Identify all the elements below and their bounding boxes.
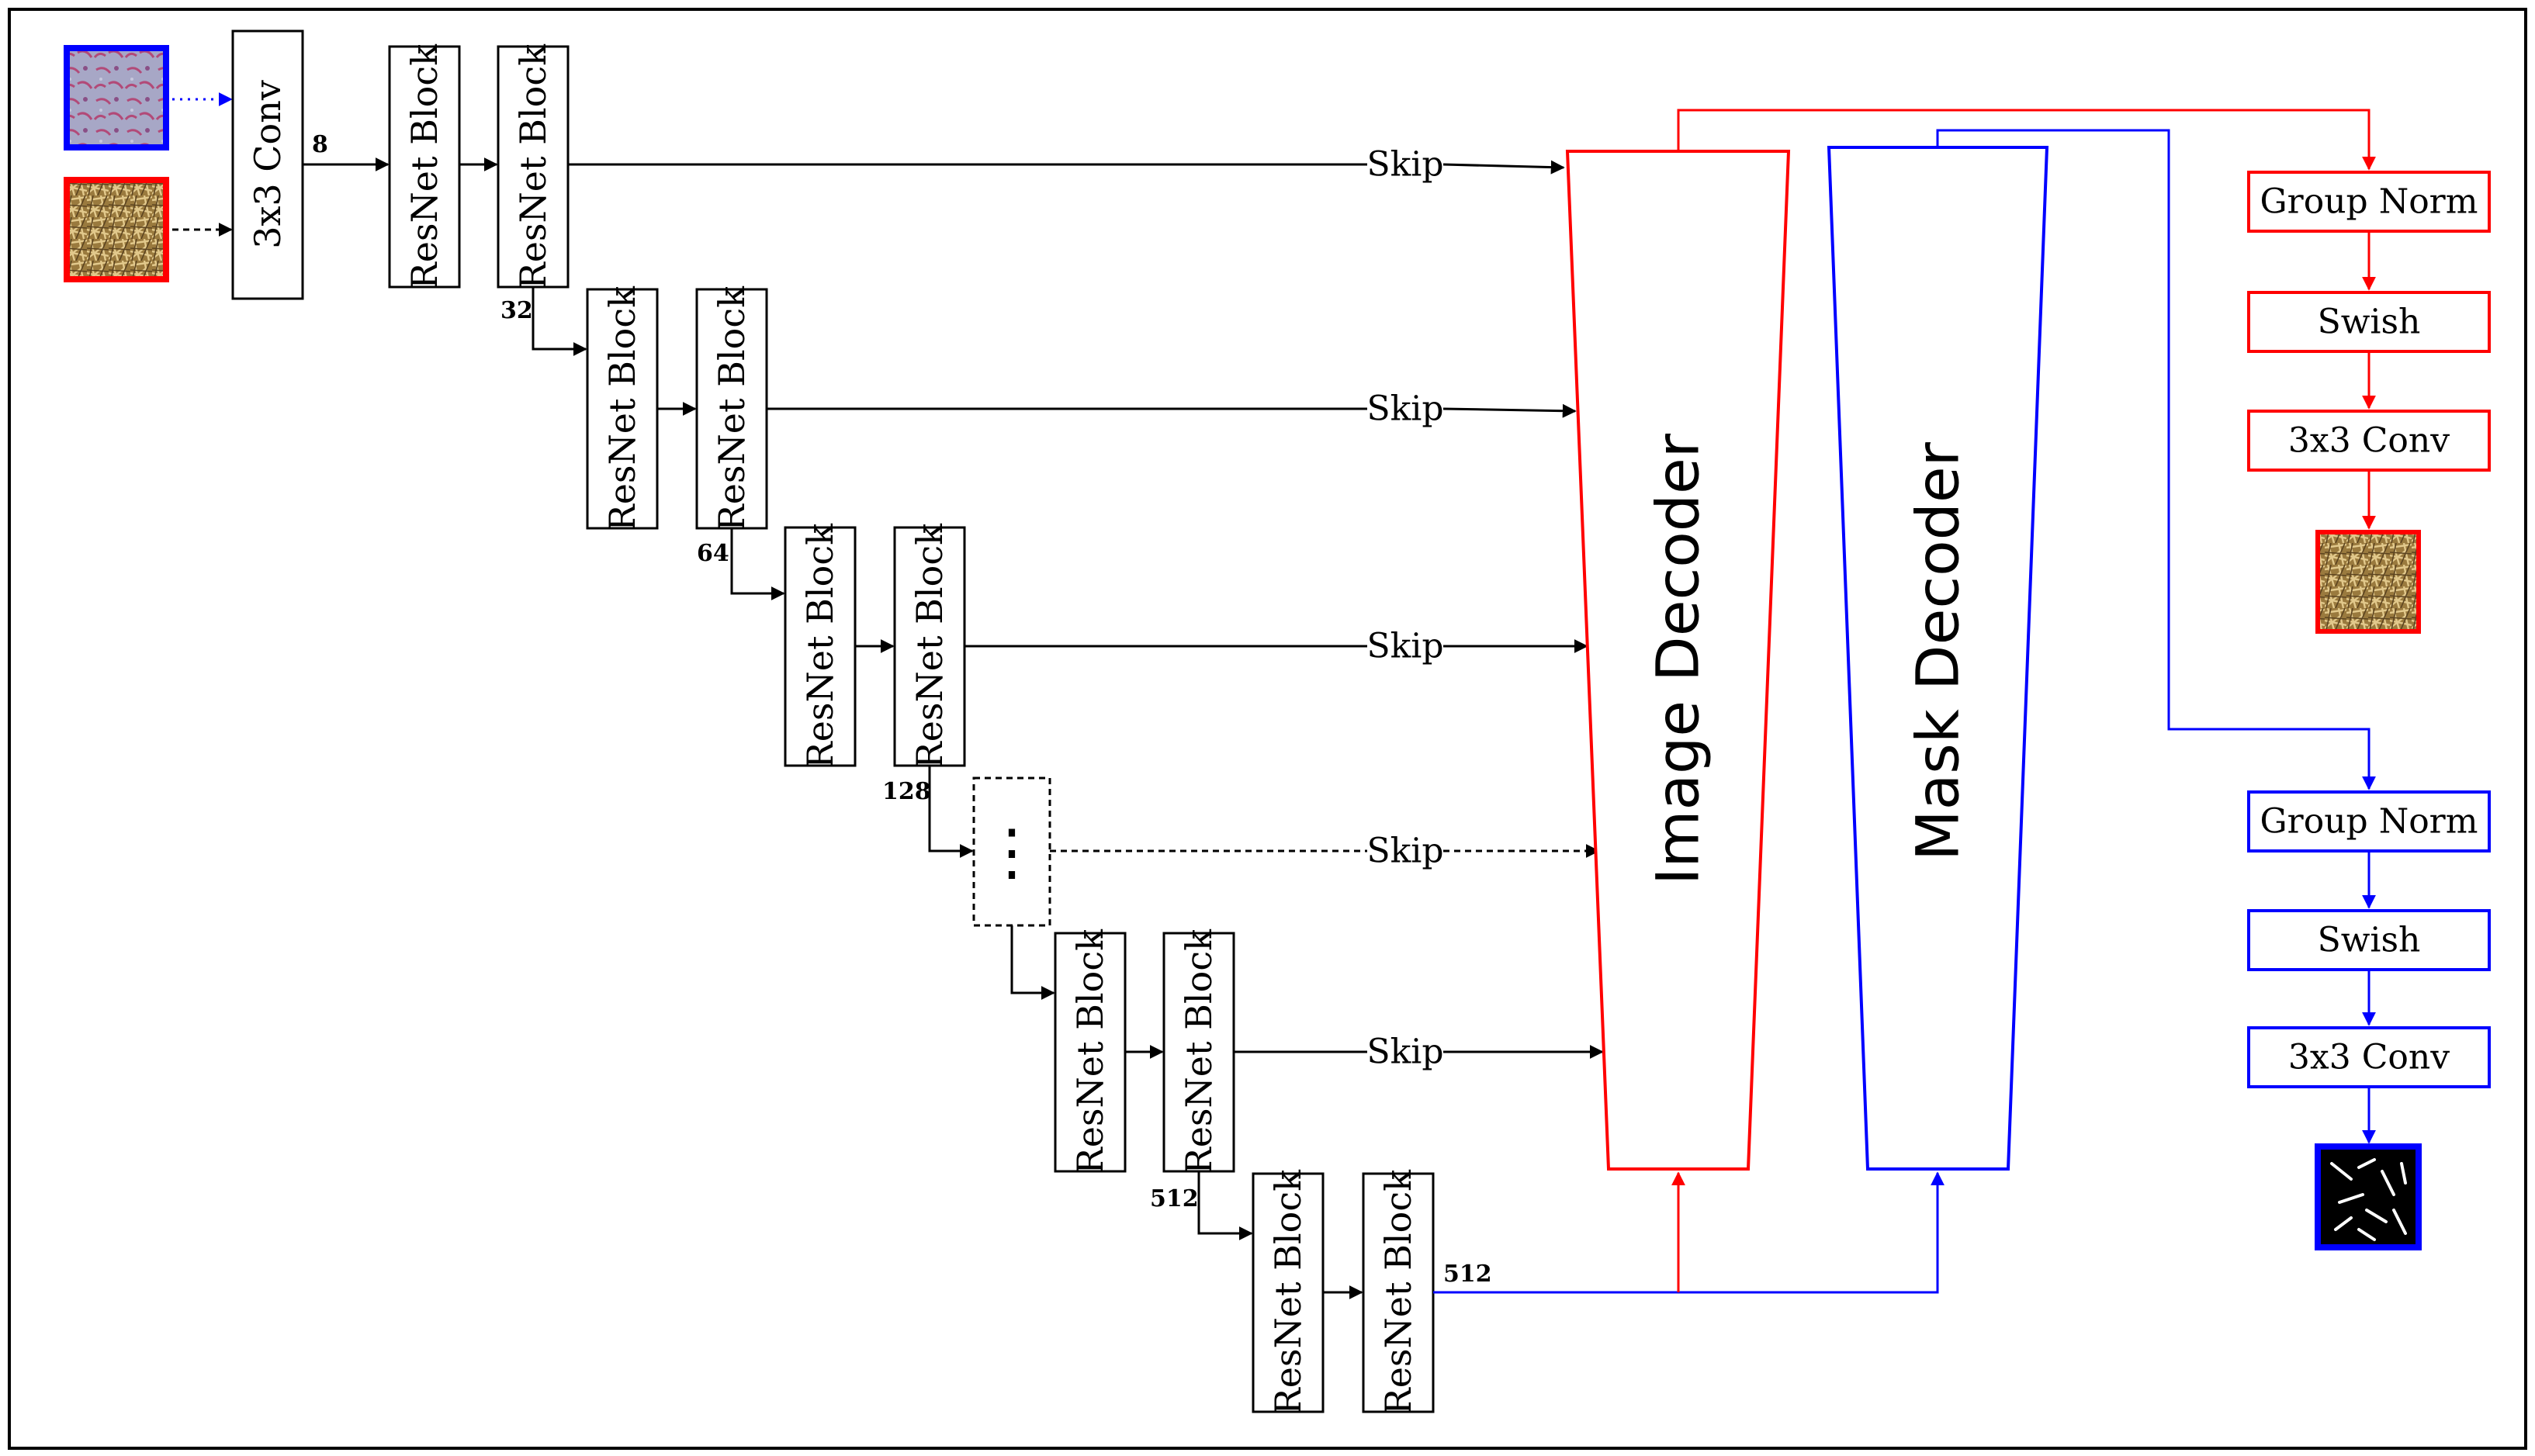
- conv-label: 3x3 Conv: [2288, 1038, 2450, 1077]
- mask-head-conv: 3x3 Conv: [2247, 1026, 2491, 1088]
- stem-conv-label: 3x3 Conv: [247, 80, 289, 249]
- image-head-swish: Swish: [2247, 291, 2491, 353]
- image-decoder-label: Image Decoder: [1643, 433, 1713, 885]
- channel-label: 128: [882, 778, 931, 805]
- resnet-block-label: ResNet Block: [1069, 929, 1111, 1174]
- channel-label: 512: [1150, 1185, 1199, 1212]
- resnet-block-label: ResNet Block: [711, 285, 753, 531]
- image-head-conv: 3x3 Conv: [2247, 410, 2491, 472]
- ellipsis-block: ⋮: [972, 776, 1051, 927]
- arrow-down-to-block3a: [730, 528, 785, 600]
- mask-decoder: Mask Decoder: [1827, 146, 2049, 1171]
- arrow-down-to-block5a: [1197, 1171, 1253, 1240]
- resnet-block-label: ResNet Block: [1267, 1169, 1309, 1415]
- group-norm-label: Group Norm: [2260, 182, 2478, 222]
- channel-label: 8: [312, 131, 328, 158]
- mask-decoder-label: Mask Decoder: [1903, 441, 1972, 860]
- arrow-down-to-ellipsis: [928, 766, 974, 858]
- mask-input-thumbnail: [64, 45, 169, 150]
- skip-arrow-2: [1442, 403, 1577, 418]
- swish-label: Swish: [2318, 921, 2421, 960]
- skip-label: Skip: [1366, 627, 1443, 666]
- skip-arrow-1: [1442, 160, 1565, 175]
- ellipsis-label: ⋮: [981, 816, 1043, 888]
- channel-label: 64: [697, 540, 729, 567]
- skip-label: Skip: [1366, 1032, 1443, 1072]
- arrow-down-to-block2a: [532, 287, 587, 356]
- resnet-block-2a: ResNet Block: [586, 285, 659, 531]
- outer-frame: [8, 8, 2527, 1450]
- swish-label: Swish: [2318, 303, 2421, 342]
- bottleneck-to-mask-decoder: [1433, 1171, 1945, 1294]
- image-decoder-output-arrow: [1677, 109, 2376, 171]
- resnet-block-label: ResNet Block: [512, 43, 554, 289]
- stem-conv-block: 3x3 Conv: [231, 29, 304, 300]
- channel-label: 512: [1443, 1261, 1492, 1288]
- group-norm-label: Group Norm: [2260, 802, 2478, 842]
- resnet-block-label: ResNet Block: [1178, 929, 1220, 1174]
- image-input-thumbnail: [64, 177, 169, 282]
- conv-label: 3x3 Conv: [2288, 421, 2450, 461]
- resnet-block-label: ResNet Block: [799, 523, 841, 769]
- skip-label: Skip: [1366, 389, 1443, 429]
- mask-output-thumbnail: [2315, 1143, 2422, 1250]
- resnet-block-label: ResNet Block: [909, 523, 951, 769]
- resnet-block-3a: ResNet Block: [784, 523, 857, 769]
- channel-label: 32: [500, 297, 533, 324]
- image-output-thumbnail: [2315, 530, 2421, 634]
- resnet-block-4a: ResNet Block: [1054, 929, 1127, 1174]
- image-decoder: Image Decoder: [1565, 150, 1791, 1171]
- resnet-block-label: ResNet Block: [403, 43, 445, 289]
- resnet-block-5a: ResNet Block: [1252, 1169, 1325, 1415]
- resnet-block-2b: ResNet Block: [695, 285, 768, 531]
- skip-label: Skip: [1366, 145, 1443, 185]
- mask-head-swish: Swish: [2247, 909, 2491, 971]
- resnet-block-5b: ResNet Block: [1362, 1169, 1435, 1415]
- image-head-group-norm: Group Norm: [2247, 171, 2491, 233]
- skip-label: Skip: [1366, 832, 1443, 871]
- arrow-down-to-block4a: [1010, 925, 1055, 1000]
- resnet-block-1b: ResNet Block: [497, 43, 570, 289]
- resnet-block-label: ResNet Block: [601, 285, 643, 531]
- mask-head-group-norm: Group Norm: [2247, 790, 2491, 853]
- resnet-block-1a: ResNet Block: [388, 43, 461, 289]
- resnet-block-4b: ResNet Block: [1162, 929, 1235, 1174]
- resnet-block-3b: ResNet Block: [893, 523, 966, 769]
- mask-decoder-output-arrow: [1936, 129, 2376, 790]
- resnet-block-label: ResNet Block: [1377, 1169, 1419, 1415]
